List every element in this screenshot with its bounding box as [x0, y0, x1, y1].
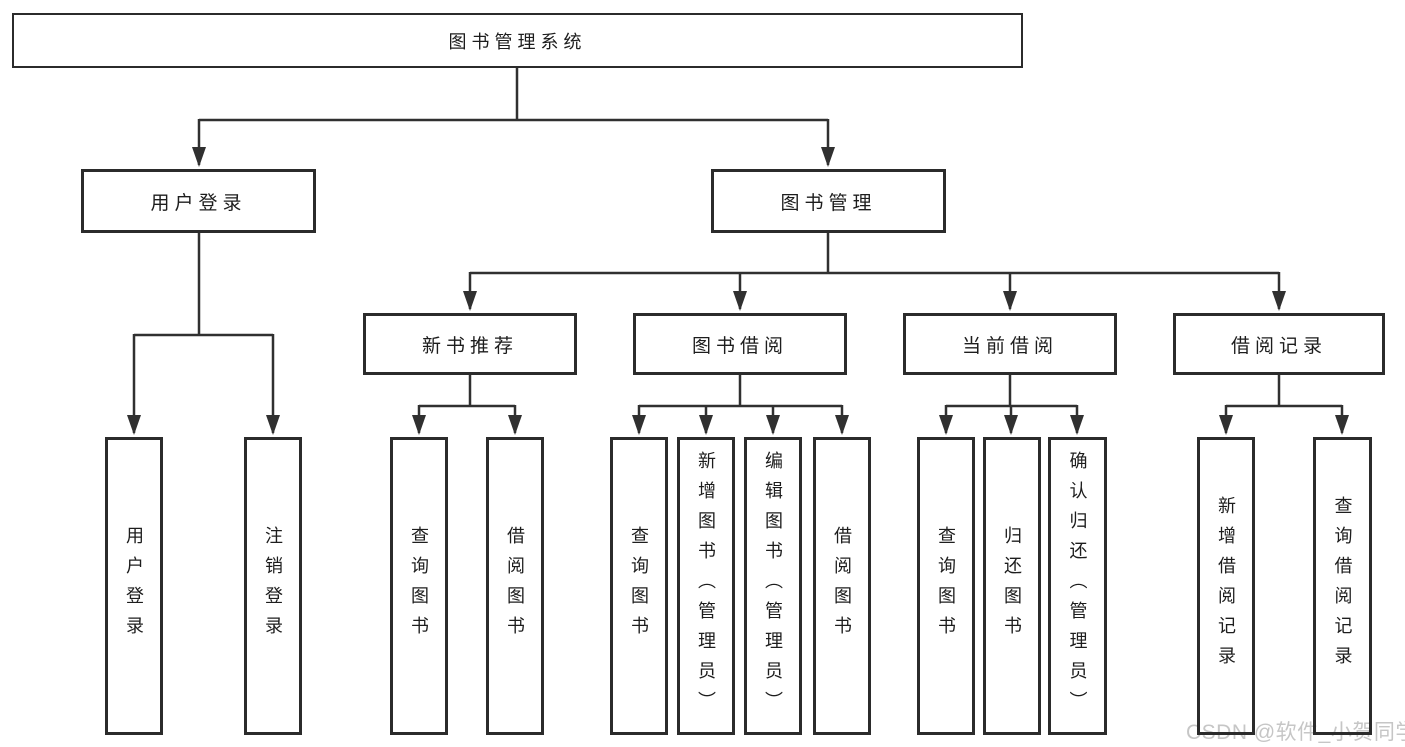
node-label: 用户登录: [124, 526, 144, 646]
node-label: 借阅图书: [832, 526, 852, 646]
node-book-borrow: 图书借阅: [633, 313, 847, 375]
node-label: 借阅图书: [505, 526, 525, 646]
node-label: 图书管理系统: [448, 31, 587, 52]
node-label: 用户登录: [150, 192, 247, 214]
leaf-return-book: 归还图书: [983, 437, 1041, 735]
leaf-query-books-current: 查询图书: [917, 437, 975, 735]
leaf-query-books-borrow: 查询图书: [610, 437, 668, 735]
leaf-confirm-return-admin: 确认归还（管理员）: [1048, 437, 1107, 735]
node-label: 确认归还（管理员）: [1067, 451, 1088, 721]
node-label: 归还图书: [1002, 526, 1022, 646]
node-label: 查询图书: [629, 526, 649, 646]
node-label: 编辑图书（管理员）: [763, 451, 783, 721]
leaf-add-borrow-record: 新增借阅记录: [1197, 437, 1255, 735]
node-label: 借阅记录: [1230, 335, 1327, 357]
node-label: 注销登录: [263, 526, 283, 646]
node-library-system: 图书管理系统: [12, 13, 1023, 68]
node-new-book-recommend: 新书推荐: [363, 313, 577, 375]
node-borrow-records: 借阅记录: [1173, 313, 1385, 375]
node-label: 查询借阅记录: [1332, 496, 1353, 676]
node-label: 新增图书（管理员）: [696, 451, 716, 721]
leaf-borrow-books-recommend: 借阅图书: [486, 437, 544, 735]
node-label: 图书管理: [780, 192, 877, 214]
node-book-management: 图书管理: [711, 169, 946, 233]
node-label: 当前借阅: [961, 335, 1058, 357]
node-label: 新增借阅记录: [1216, 496, 1236, 676]
leaf-user-login: 用户登录: [105, 437, 163, 735]
leaf-borrow-books: 借阅图书: [813, 437, 871, 735]
node-current-borrow: 当前借阅: [903, 313, 1117, 375]
node-label: 新书推荐: [421, 335, 518, 357]
node-label: 查询图书: [409, 526, 429, 646]
node-user-login: 用户登录: [81, 169, 316, 233]
node-label: 查询图书: [936, 526, 956, 646]
leaf-query-books-recommend: 查询图书: [390, 437, 448, 735]
leaf-add-book-admin: 新增图书（管理员）: [677, 437, 735, 735]
leaf-query-borrow-record: 查询借阅记录: [1313, 437, 1372, 735]
leaf-edit-book-admin: 编辑图书（管理员）: [744, 437, 802, 735]
node-label: 图书借阅: [691, 335, 788, 357]
csdn-watermark: CSDN @软件_小贺同学: [1186, 721, 1405, 744]
leaf-logout: 注销登录: [244, 437, 302, 735]
